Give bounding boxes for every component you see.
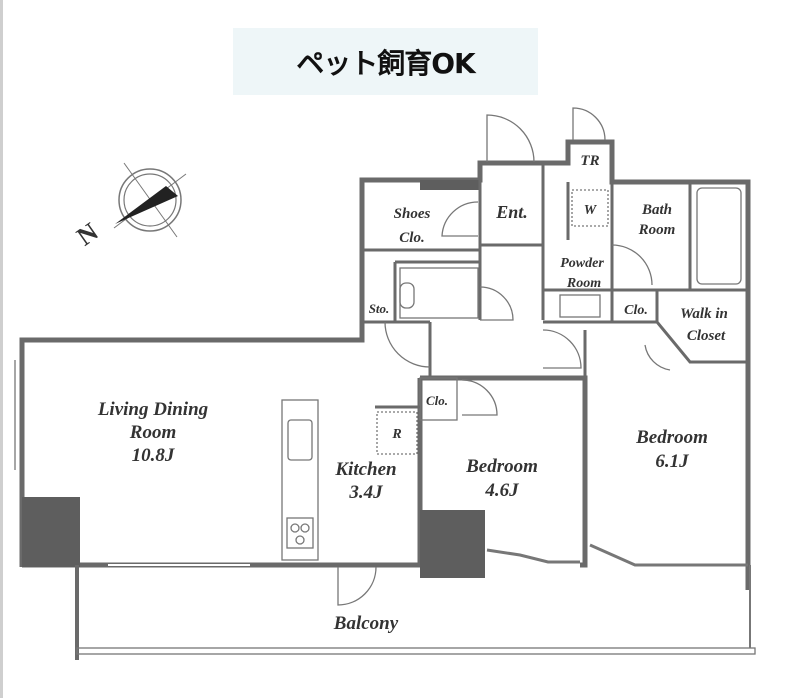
label-entrance: Ent. <box>495 202 528 222</box>
label-closet-upper: Clo. <box>624 303 648 318</box>
label-kitchen: Kitchen <box>334 459 396 480</box>
label-fridge: R <box>391 427 401 442</box>
label-walkin-closet: Closet <box>687 328 726 344</box>
tr-door <box>572 107 606 141</box>
washer-space <box>571 189 609 227</box>
label-balcony: Balcony <box>333 613 399 634</box>
label-bath: Bath <box>641 202 672 218</box>
label-walkin: Walk in <box>680 306 728 322</box>
compass-icon: N <box>71 162 187 252</box>
toilet <box>399 282 415 309</box>
label-shoes: Shoes <box>394 206 431 222</box>
label-bedroom1-size: 4.6J <box>484 480 519 501</box>
label-ldr-size: 10.8J <box>132 445 175 466</box>
label-kitchen-size: 3.4J <box>348 482 383 503</box>
walls <box>14 139 756 660</box>
label-closet-bedroom: Clo. <box>426 393 448 408</box>
label-powder-room: Room <box>566 276 601 291</box>
label-washer: W <box>584 203 598 218</box>
bathtub <box>696 187 742 285</box>
kitchen-counter <box>281 399 319 561</box>
page-edge <box>0 0 3 698</box>
entrance-door <box>486 114 535 163</box>
label-tr: TR <box>580 153 599 169</box>
label-bedroom2: Bedroom <box>635 427 708 448</box>
north-label: N <box>71 217 103 252</box>
fridge-space <box>376 411 418 455</box>
sink <box>287 419 313 461</box>
balcony-door <box>337 566 377 606</box>
banner-text: ペット飼育OK <box>296 46 476 80</box>
toilet-room <box>399 267 479 319</box>
label-powder: Powder <box>560 256 604 271</box>
label-bedroom2-size: 6.1J <box>655 451 689 472</box>
pet-allowed-banner: ペット飼育OK <box>233 28 538 95</box>
powder-sink <box>559 294 601 318</box>
label-ldr-room: Room <box>129 422 176 443</box>
fixtures <box>281 107 742 606</box>
label-bath-room: Room <box>638 222 676 238</box>
label-bedroom1: Bedroom <box>465 456 538 477</box>
stove <box>286 517 314 549</box>
shoes-door <box>441 201 479 237</box>
label-storage: Sto. <box>369 301 390 316</box>
label-shoes-clo: Clo. <box>399 230 424 246</box>
label-ldr: Living Dining <box>97 399 208 420</box>
